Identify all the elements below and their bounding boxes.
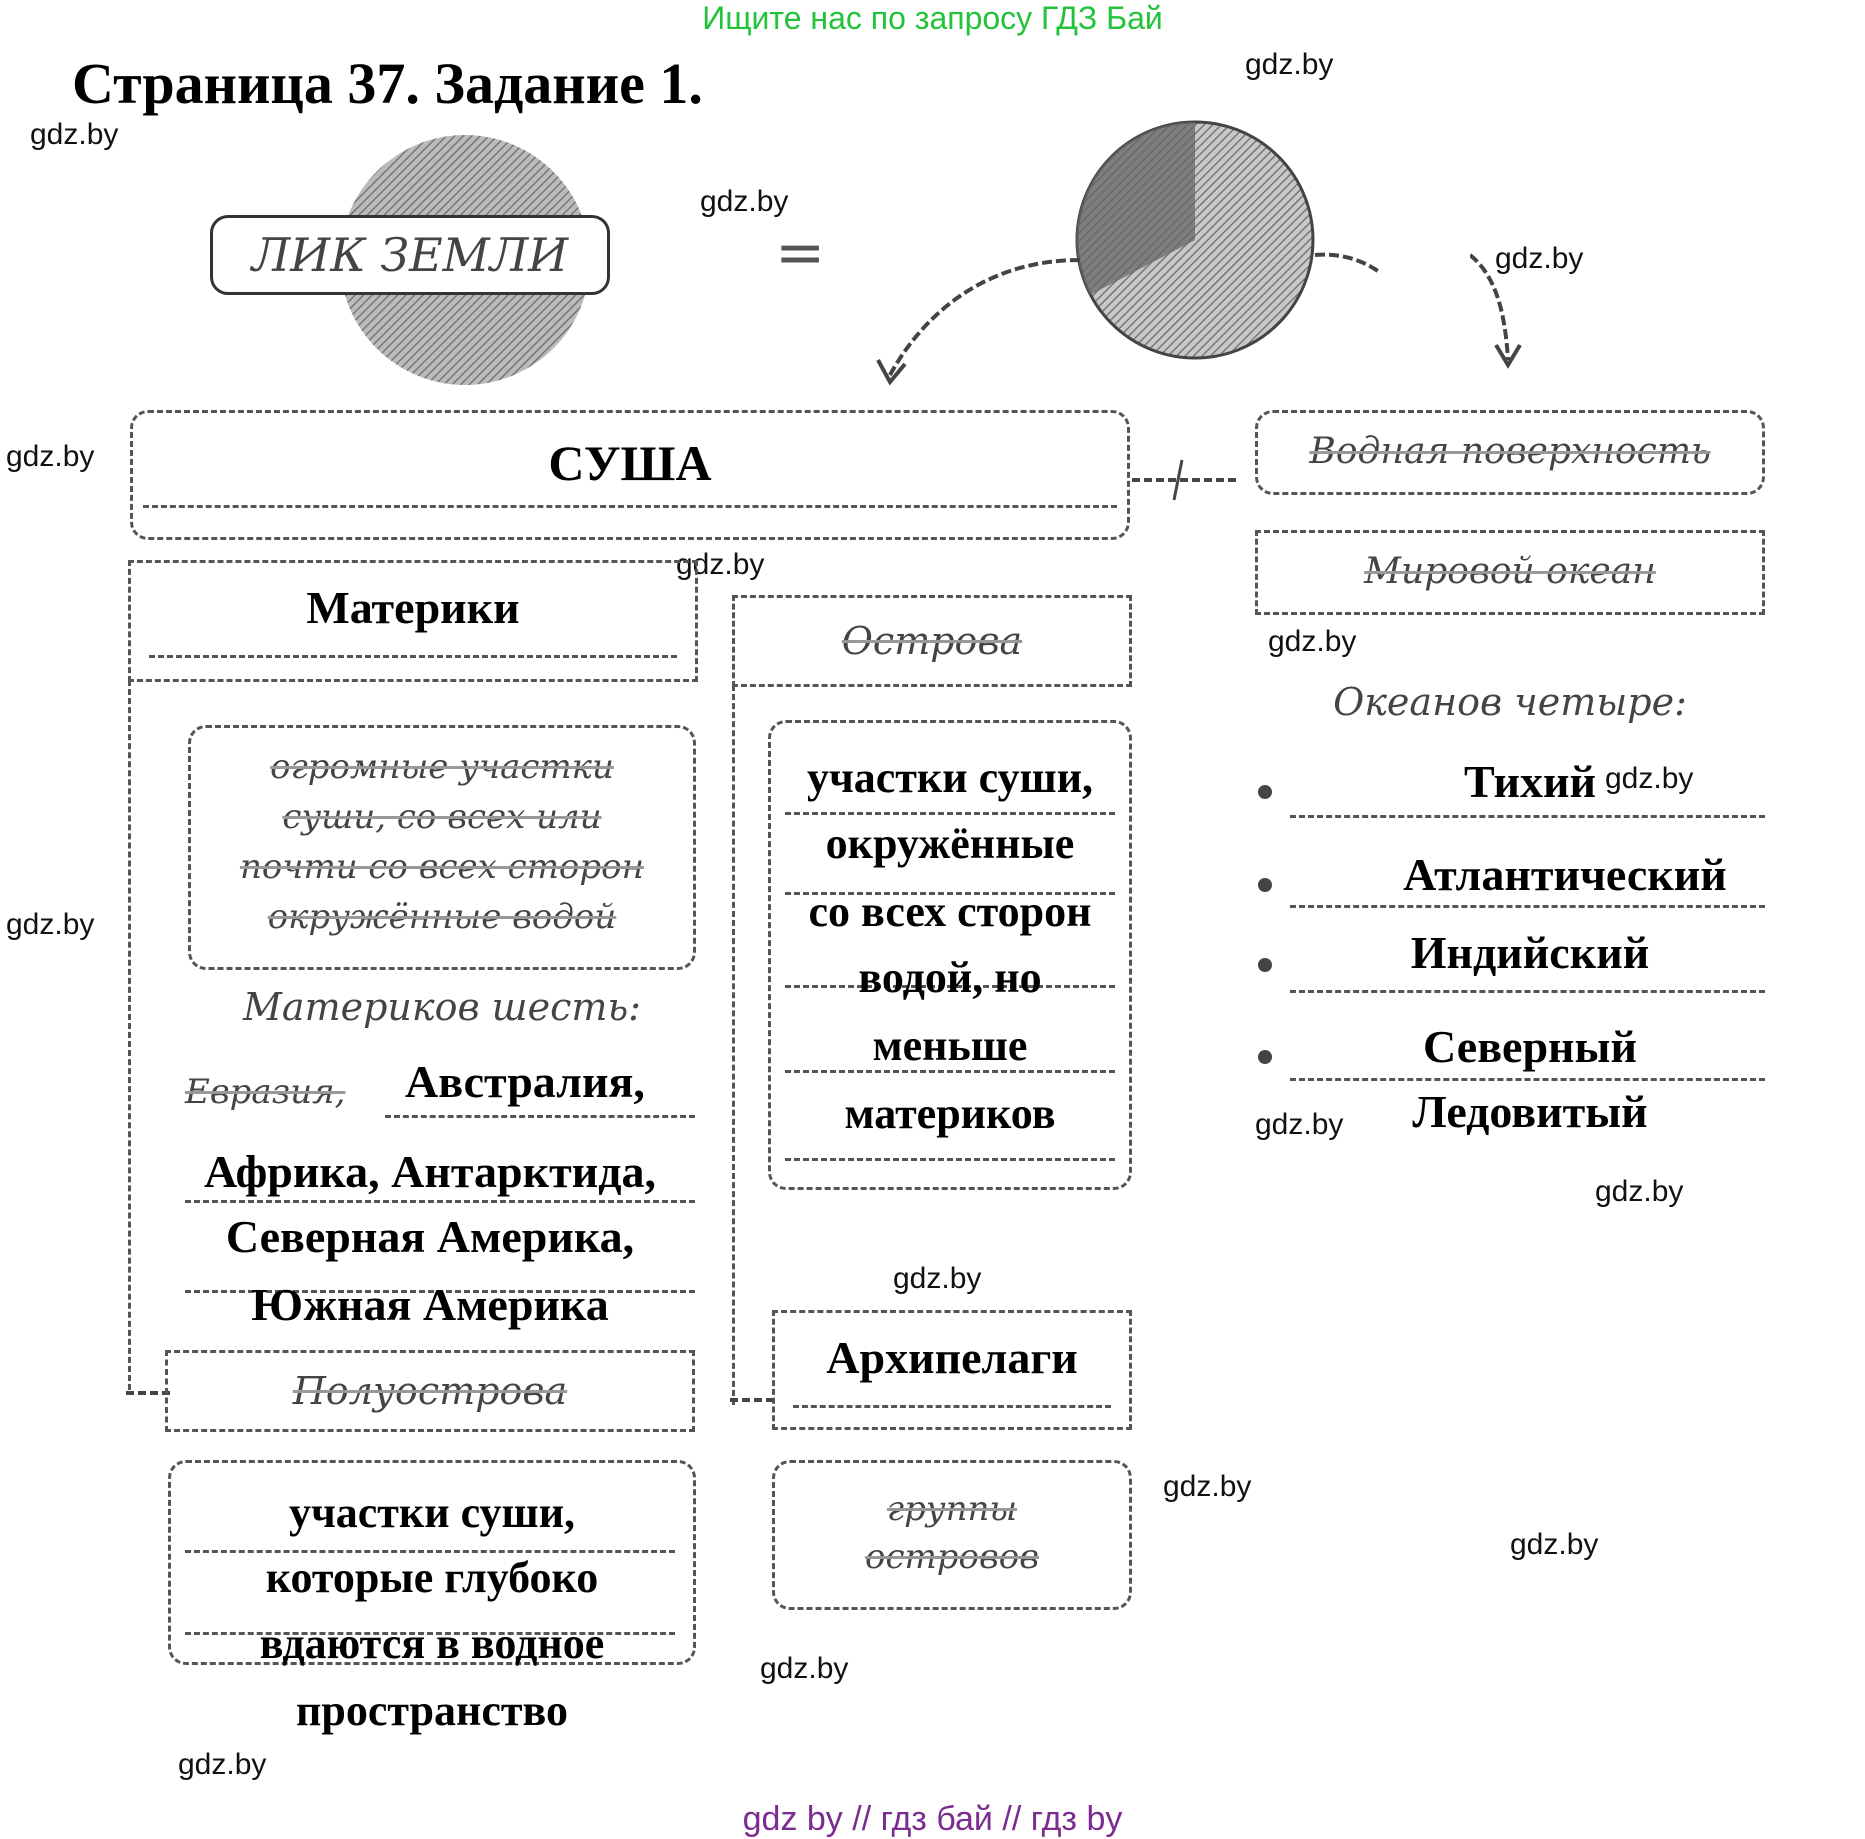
islands-definition-box [768, 720, 1132, 1190]
continent-line: Африка, Антарктида, [203, 1146, 657, 1197]
ocean-item: Тихий [1463, 756, 1597, 807]
ocean-item: Северный [1423, 1021, 1637, 1072]
peninsulas-definition-box [168, 1460, 696, 1665]
watermark: gdz.by [1268, 625, 1357, 658]
peninsula-definition-line: участки суши, [288, 1488, 576, 1537]
peninsula-definition-line: которые глубоко [265, 1553, 599, 1602]
footer-links[interactable]: gdz by // гдз бай // гдз by [742, 1800, 1123, 1838]
island-definition-line: материков [844, 1089, 1056, 1138]
continent-line: Австралия, [405, 1056, 645, 1107]
continent-line: Северная Америка, [225, 1211, 635, 1262]
peninsula-definition-line: вдаются в водное [259, 1619, 605, 1668]
watermark: gdz.by [6, 908, 95, 941]
oceans-count-label: Океанов четыре: [1333, 680, 1687, 724]
peninsula-arrow [126, 1391, 171, 1395]
watermark: gdz.by [178, 1748, 267, 1781]
watermark: gdz.by [6, 440, 95, 473]
watermark: gdz.by [30, 118, 119, 151]
island-definition-line: меньше [872, 1021, 1028, 1070]
watermark: gdz.by [700, 185, 789, 218]
archipelagos-definition: группы островов [864, 1489, 1040, 1577]
peninsulas-header: Полуострова [165, 1350, 695, 1432]
watermark: gdz.by [1163, 1470, 1252, 1503]
continents-count-label: Материков шесть: [243, 985, 641, 1029]
island-definition-line: со всех сторон [808, 887, 1092, 936]
land-title: СУША [548, 435, 712, 491]
split-diagram [876, 120, 1380, 386]
peninsula-definition-line: пространство [296, 1686, 568, 1735]
ocean-item: Индийский [1410, 927, 1650, 978]
watermark: gdz.by [760, 1652, 849, 1685]
promo-text[interactable]: Ищите нас по запросу ГДЗ Бай [702, 0, 1163, 36]
archipelagos-heading: Архипелаги [826, 1332, 1078, 1383]
archipelago-arrow [730, 1398, 775, 1402]
arrow-right [1314, 252, 1380, 276]
watermark: gdz.by [1510, 1528, 1599, 1561]
continents-header: Материки [128, 560, 698, 682]
watermark: gdz.by [1245, 48, 1334, 81]
land-water-connector [1132, 459, 1237, 501]
earth-label-box: ЛИК ЗЕМЛИ [210, 215, 610, 295]
island-definition-line: участки суши, [806, 753, 1094, 802]
arrow-right-tail [1470, 253, 1522, 369]
watermark: gdz.by [1495, 242, 1584, 275]
ocean-box: Мировой океан [1255, 530, 1765, 615]
arrowhead-left [876, 359, 907, 386]
continent-first: Евразия, [185, 1072, 346, 1112]
archipelagos-header: Архипелаги [772, 1310, 1132, 1430]
ocean-name: Мировой океан [1364, 551, 1656, 592]
islands-header: Острова [732, 595, 1132, 687]
ocean-item: Атлантический [1403, 849, 1727, 900]
water-box: Водная поверхность [1255, 410, 1765, 495]
page-title: Страница 37. Задание 1. [72, 51, 703, 116]
islands-heading: Острова [841, 619, 1023, 663]
watermark: gdz.by [1595, 1175, 1684, 1208]
water-title: Водная поверхность [1309, 431, 1711, 472]
continents-definition: огромные участки суши, со всех или почти… [239, 747, 645, 937]
arrow-left [888, 258, 1081, 376]
continents-heading: Материки [306, 582, 520, 633]
land-box: СУША [130, 410, 1130, 540]
land-slice [1076, 121, 1195, 295]
peninsulas-heading: Полуострова [292, 1369, 568, 1413]
earth-label: ЛИК ЗЕМЛИ [251, 228, 569, 282]
watermark: gdz.by [893, 1262, 982, 1295]
ocean-item: Ледовитый [1412, 1086, 1648, 1137]
continents-definition-box: огромные участки суши, со всех или почти… [188, 725, 696, 970]
archipelagos-definition-box: группы островов [772, 1460, 1132, 1610]
island-definition-line: водой, но [858, 953, 1042, 1002]
island-definition-line: окружённые [825, 819, 1075, 868]
watermark: gdz.by [676, 548, 765, 581]
equals-sign: = [775, 218, 826, 288]
watermark: gdz.by [1605, 762, 1694, 795]
continent-line: Южная Америка [251, 1279, 609, 1330]
watermark: gdz.by [1255, 1108, 1344, 1141]
